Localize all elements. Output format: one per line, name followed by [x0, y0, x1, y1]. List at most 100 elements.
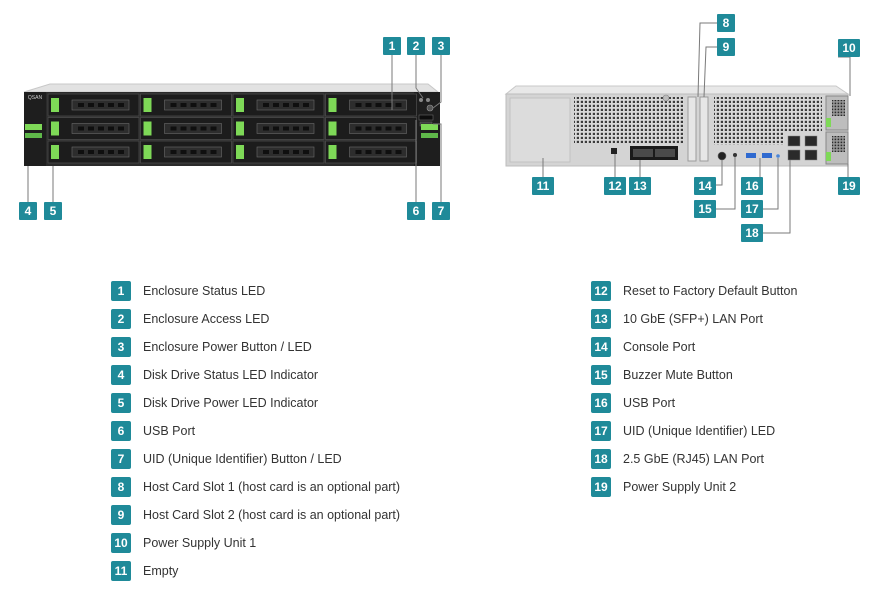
- callout-13: 13: [629, 177, 651, 195]
- svg-text:5: 5: [50, 204, 57, 218]
- buzzer-mute-button[interactable]: [733, 153, 737, 157]
- drive-tray[interactable]: [47, 117, 140, 140]
- legend-item-9: 9 Host Card Slot 2 (host card is an optio…: [111, 501, 400, 529]
- legend-badge: 13: [591, 309, 611, 329]
- front-chassis-top: [23, 83, 440, 93]
- drive-tray-vent: [180, 150, 187, 154]
- drive-tray-vent: [355, 126, 362, 131]
- right-ear-led-strip-2: [421, 133, 438, 138]
- drive-led: [51, 121, 59, 136]
- drive-tray[interactable]: [325, 117, 417, 140]
- callout-9: 9: [717, 38, 735, 56]
- rear-vent-right: [714, 97, 822, 131]
- drive-tray-vent: [88, 103, 94, 107]
- drive-tray-vent: [108, 126, 114, 131]
- drive-tray-vent: [118, 126, 124, 131]
- drive-tray-vent: [190, 126, 197, 131]
- drive-tray-vent: [210, 103, 217, 107]
- drive-led: [143, 98, 152, 112]
- legend-badge: 16: [591, 393, 611, 413]
- front-usb-port[interactable]: [418, 114, 434, 121]
- legend-badge: 8: [111, 477, 131, 497]
- legend-badge: 5: [111, 393, 131, 413]
- rj45-port-1[interactable]: [787, 135, 801, 147]
- drive-tray[interactable]: [325, 93, 417, 117]
- drive-led: [236, 145, 244, 159]
- legend-label: Disk Drive Status LED Indicator: [143, 368, 319, 382]
- enclosure-power-button[interactable]: [426, 104, 434, 112]
- rj45-port-2[interactable]: [804, 135, 818, 147]
- legend-label: Host Card Slot 2 (host card is an option…: [143, 508, 401, 522]
- drive-tray-vent: [108, 150, 114, 154]
- drive-tray[interactable]: [140, 93, 232, 117]
- legend-badge: 10: [111, 533, 131, 553]
- drive-tray[interactable]: [232, 117, 325, 140]
- legend-badge: 9: [111, 505, 131, 525]
- legend-badge: 18: [591, 449, 611, 469]
- reset-button[interactable]: [611, 148, 617, 154]
- legend-label: Empty: [143, 564, 179, 578]
- drive-tray-vent: [395, 126, 402, 131]
- drive-status-led-strip: [25, 124, 42, 130]
- drive-tray-vent: [385, 150, 392, 154]
- drive-tray-vent: [303, 126, 309, 131]
- drive-tray-vent: [190, 150, 197, 154]
- sfp-port-1[interactable]: [633, 149, 653, 157]
- leader-3: [432, 55, 442, 109]
- drive-tray-vent: [78, 150, 84, 154]
- rj45-port-4[interactable]: [804, 149, 818, 161]
- console-port[interactable]: [717, 151, 727, 161]
- callout-17: 17: [741, 200, 763, 218]
- sfp-port-2[interactable]: [655, 149, 675, 157]
- callout-14: 14: [694, 177, 716, 195]
- legend-label: USB Port: [623, 396, 676, 410]
- power-supply-unit-1[interactable]: [825, 95, 849, 131]
- drive-tray[interactable]: [47, 140, 140, 164]
- drive-tray[interactable]: [232, 140, 325, 164]
- drive-tray[interactable]: [325, 140, 417, 164]
- drive-tray-vent: [283, 150, 289, 154]
- drive-tray[interactable]: [47, 93, 140, 117]
- rear-usb-port-1[interactable]: [746, 153, 756, 158]
- right-ear-led-strip: [421, 124, 438, 130]
- drive-tray[interactable]: [140, 117, 232, 140]
- leader-18: [760, 160, 791, 234]
- rear-usb-port-2[interactable]: [762, 153, 772, 158]
- rj45-port-3[interactable]: [787, 149, 801, 161]
- host-card-slot-1[interactable]: [687, 96, 697, 162]
- host-card-slot-2[interactable]: [699, 96, 709, 162]
- psu1-handle[interactable]: [826, 118, 831, 127]
- drive-tray-vent: [200, 103, 207, 107]
- callout-8: 8: [717, 14, 735, 32]
- psu2-handle[interactable]: [826, 152, 831, 161]
- drive-tray-vent: [273, 103, 279, 107]
- drive-tray-vent: [283, 126, 289, 131]
- drive-tray-vent: [355, 103, 362, 107]
- drive-tray-vent: [365, 103, 372, 107]
- callout-15: 15: [694, 200, 716, 218]
- rear-view: [504, 85, 850, 167]
- drive-tray-vent: [283, 103, 289, 107]
- drive-tray-vent: [210, 150, 217, 154]
- callout-12: 12: [604, 177, 626, 195]
- drive-tray[interactable]: [232, 93, 325, 117]
- drive-tray[interactable]: [140, 140, 232, 164]
- callout-2: 2: [407, 37, 425, 55]
- leader-8: [697, 22, 717, 98]
- enclosure-status-led: [419, 98, 423, 102]
- drive-led: [143, 145, 152, 159]
- power-supply-unit-2[interactable]: [825, 131, 849, 165]
- callout-1: 1: [383, 37, 401, 55]
- legend-label: Disk Drive Power LED Indicator: [143, 396, 319, 410]
- drive-led: [51, 145, 59, 159]
- legend-badge: 1: [111, 281, 131, 301]
- uid-led: [776, 154, 780, 158]
- drive-tray-vent: [365, 126, 372, 131]
- callout-4: 4: [19, 202, 37, 220]
- svg-text:8: 8: [723, 16, 730, 30]
- drive-tray-vent: [200, 126, 207, 131]
